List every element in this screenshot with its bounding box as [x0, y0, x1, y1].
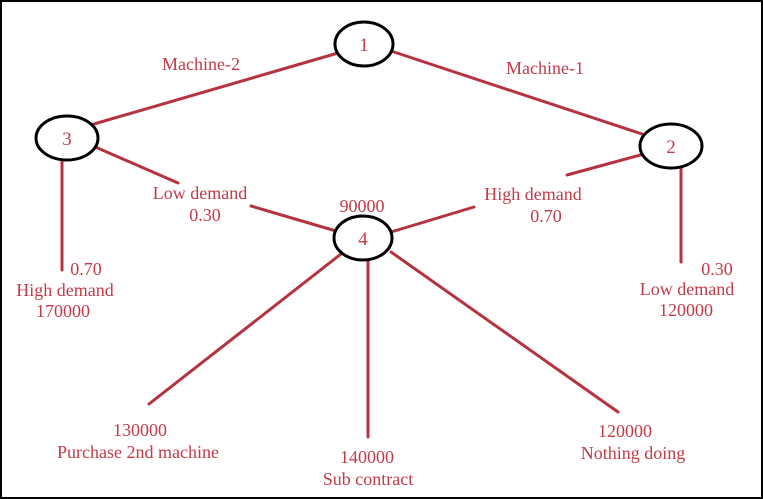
node-1: 1 — [333, 20, 395, 68]
edge-node3-lowdemand — [91, 144, 180, 185]
label-high-demand-prob: 0.70 — [530, 206, 562, 226]
outcome-left-value: 170000 — [36, 301, 90, 321]
node-1-ellipse — [333, 20, 395, 68]
label-high-demand: High demand — [484, 184, 581, 204]
node-2: 2 — [638, 122, 704, 170]
label-low-demand-prob: 0.30 — [189, 205, 221, 225]
node-4-label: 4 — [358, 229, 368, 250]
edge-node1-node3 — [92, 51, 340, 126]
outcome-purchase-label: Purchase 2nd machine — [57, 442, 219, 462]
outcome-purchase-value: 130000 — [113, 420, 167, 440]
outcome-nothing-label: Nothing doing — [581, 443, 686, 463]
node-3-ellipse — [34, 114, 100, 162]
node-1-label: 1 — [359, 35, 369, 56]
node-3: 3 — [34, 114, 100, 162]
outcome-right-prob: 0.30 — [701, 259, 733, 279]
outcome-subcontract-label: Sub contract — [323, 469, 413, 489]
outcome-left-prob: 0.70 — [70, 259, 102, 279]
edge-node4-highdemand — [389, 205, 476, 234]
node-2-ellipse — [638, 122, 704, 170]
outcome-nothing-value: 120000 — [598, 421, 652, 441]
outcome-right-label: Low demand — [640, 279, 734, 299]
edge-node4-purchase — [147, 252, 343, 406]
edge-node1-node2 — [389, 49, 644, 136]
outcome-left-label: High demand — [16, 280, 113, 300]
node-3-label: 3 — [62, 129, 72, 150]
edge-highdemand-node2 — [565, 152, 646, 177]
edge-node4-nothing — [389, 250, 620, 414]
node-4: 4 — [332, 214, 394, 262]
label-node4-value: 90000 — [340, 196, 385, 216]
label-machine-1: Machine-1 — [506, 58, 584, 78]
label-machine-2: Machine-2 — [162, 54, 240, 74]
outcome-subcontract-value: 140000 — [340, 447, 394, 467]
node-4-ellipse — [332, 214, 394, 262]
label-low-demand: Low demand — [153, 183, 247, 203]
outcome-right-value: 120000 — [659, 300, 713, 320]
edge-lowdemand-node4 — [249, 204, 338, 233]
node-2-label: 2 — [666, 137, 676, 158]
